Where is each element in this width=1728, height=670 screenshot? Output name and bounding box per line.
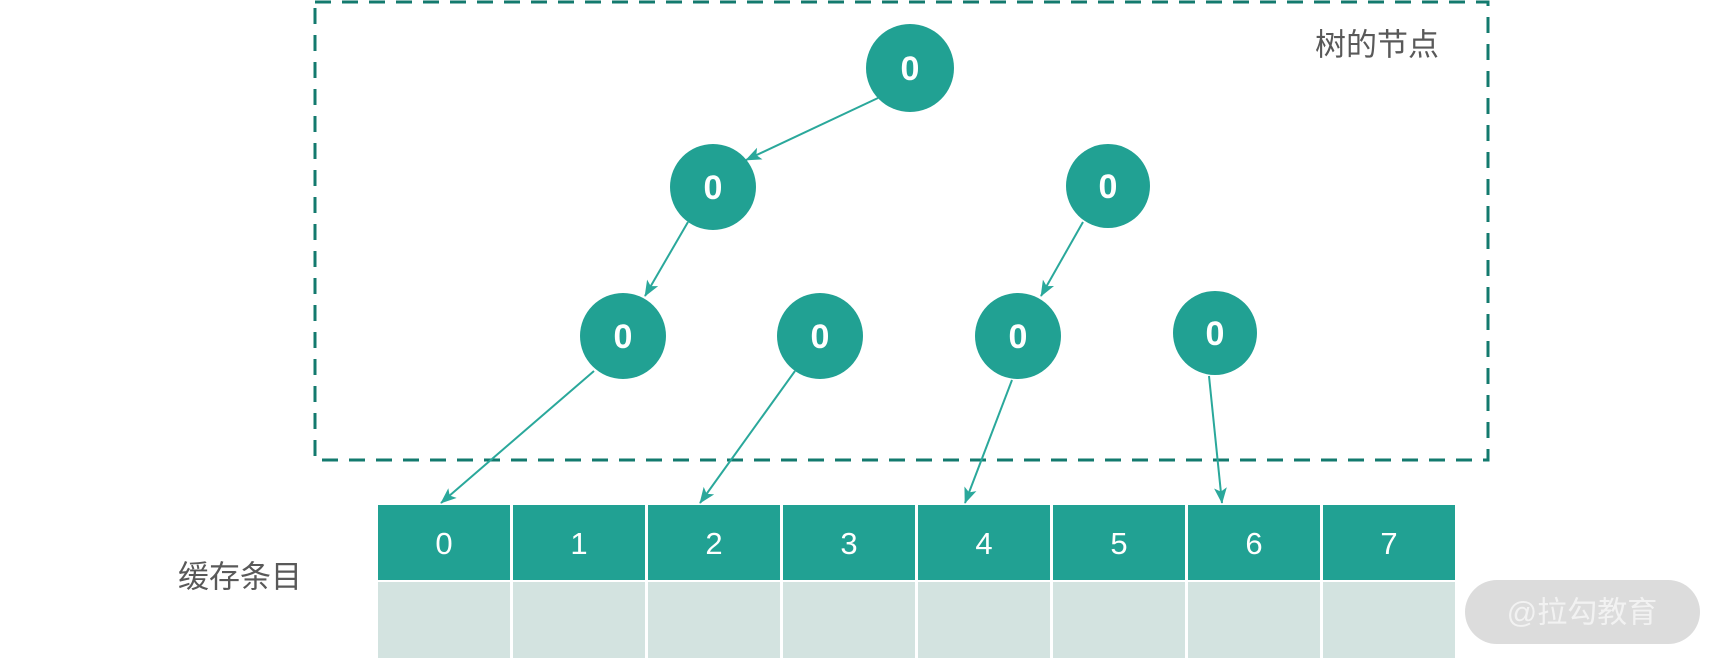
cache-pointer-edges-group [440, 370, 1227, 504]
node-circle [580, 293, 666, 379]
cache-index-label: 4 [975, 526, 992, 561]
cache-index-label: 7 [1380, 526, 1397, 561]
cache-index-label: 5 [1110, 526, 1127, 561]
cache-index-label: 3 [840, 526, 857, 561]
cache-value-cell[interactable] [1053, 582, 1185, 658]
node-circle [866, 24, 954, 112]
node-value: 0 [704, 169, 723, 207]
cache-index-label: 2 [705, 526, 722, 561]
cache-cell-7[interactable]: 7 [1323, 505, 1455, 658]
tree-edges-group [644, 97, 1084, 297]
cache-index-cell [783, 505, 915, 580]
node-circle [1066, 144, 1150, 228]
cache-pointer-n-r2b-to-cell-6 [1208, 375, 1227, 504]
tree-edge-n-r1-to-n-r2a [1040, 221, 1084, 297]
cache-index-cell [648, 505, 780, 580]
cache-index-cell [513, 505, 645, 580]
cache-cell-4[interactable]: 4 [918, 505, 1050, 658]
cache-index-cell [1188, 505, 1320, 580]
watermark: @拉勾教育 [1465, 580, 1700, 644]
cache-pointer-n-l2b-to-cell-2 [699, 370, 796, 504]
cache-index-label: 0 [435, 526, 452, 561]
cache-index-cell [1323, 505, 1455, 580]
tree-region-label: 树的节点 [1315, 28, 1439, 63]
tree-edge-root-to-n-l1 [745, 97, 879, 161]
cache-cell-6[interactable]: 6 [1188, 505, 1320, 658]
cache-index-cell [1053, 505, 1185, 580]
cache-value-cell[interactable] [918, 582, 1050, 658]
watermark-text: @拉勾教育 [1507, 597, 1657, 630]
cache-cell-1[interactable]: 1 [513, 505, 645, 658]
node-circle [777, 293, 863, 379]
cache-cell-5[interactable]: 5 [1053, 505, 1185, 658]
tree-nodes-group: 0 0 0 0 0 0 0 [580, 24, 1257, 379]
watermark-pill [1465, 580, 1700, 644]
tree-node-n-l2a[interactable]: 0 [580, 293, 666, 379]
cache-value-cell[interactable] [1188, 582, 1320, 658]
cache-table: 0 1 2 3 4 5 6 7 [378, 505, 1455, 658]
cache-value-cell[interactable] [783, 582, 915, 658]
cache-cell-0[interactable]: 0 [378, 505, 510, 658]
node-value: 0 [901, 50, 920, 88]
cache-index-cell [918, 505, 1050, 580]
node-value: 0 [1009, 318, 1028, 356]
tree-node-n-r2a[interactable]: 0 [975, 293, 1061, 379]
tree-region-box [313, 0, 1490, 462]
cache-value-cell[interactable] [1323, 582, 1455, 658]
cache-pointer-n-r2a-to-cell-4 [964, 379, 1013, 504]
node-circle [670, 144, 756, 230]
tree-node-n-r2b[interactable]: 0 [1173, 291, 1257, 375]
cache-cell-3[interactable]: 3 [783, 505, 915, 658]
cache-value-cell[interactable] [648, 582, 780, 658]
cache-pointer-n-l2a-to-cell-0 [440, 370, 595, 504]
tree-node-n-l1[interactable]: 0 [670, 144, 756, 230]
cache-index-label: 1 [570, 526, 587, 561]
tree-node-root[interactable]: 0 [866, 24, 954, 112]
cache-index-cell [378, 505, 510, 580]
node-value: 0 [811, 318, 830, 356]
node-circle [1173, 291, 1257, 375]
tree-edge-n-l1-to-n-l2a [644, 221, 689, 297]
tree-region-group: 树的节点 [313, 0, 1490, 462]
cache-section-label: 缓存条目 [178, 560, 302, 595]
tree-node-n-l2b[interactable]: 0 [777, 293, 863, 379]
cache-cell-2[interactable]: 2 [648, 505, 780, 658]
node-value: 0 [614, 318, 633, 356]
node-value: 0 [1099, 168, 1118, 206]
cache-value-cell[interactable] [513, 582, 645, 658]
tree-node-n-r1[interactable]: 0 [1066, 144, 1150, 228]
node-value: 0 [1206, 315, 1225, 353]
node-circle [975, 293, 1061, 379]
cache-index-label: 6 [1245, 526, 1262, 561]
cache-value-cell[interactable] [378, 582, 510, 658]
